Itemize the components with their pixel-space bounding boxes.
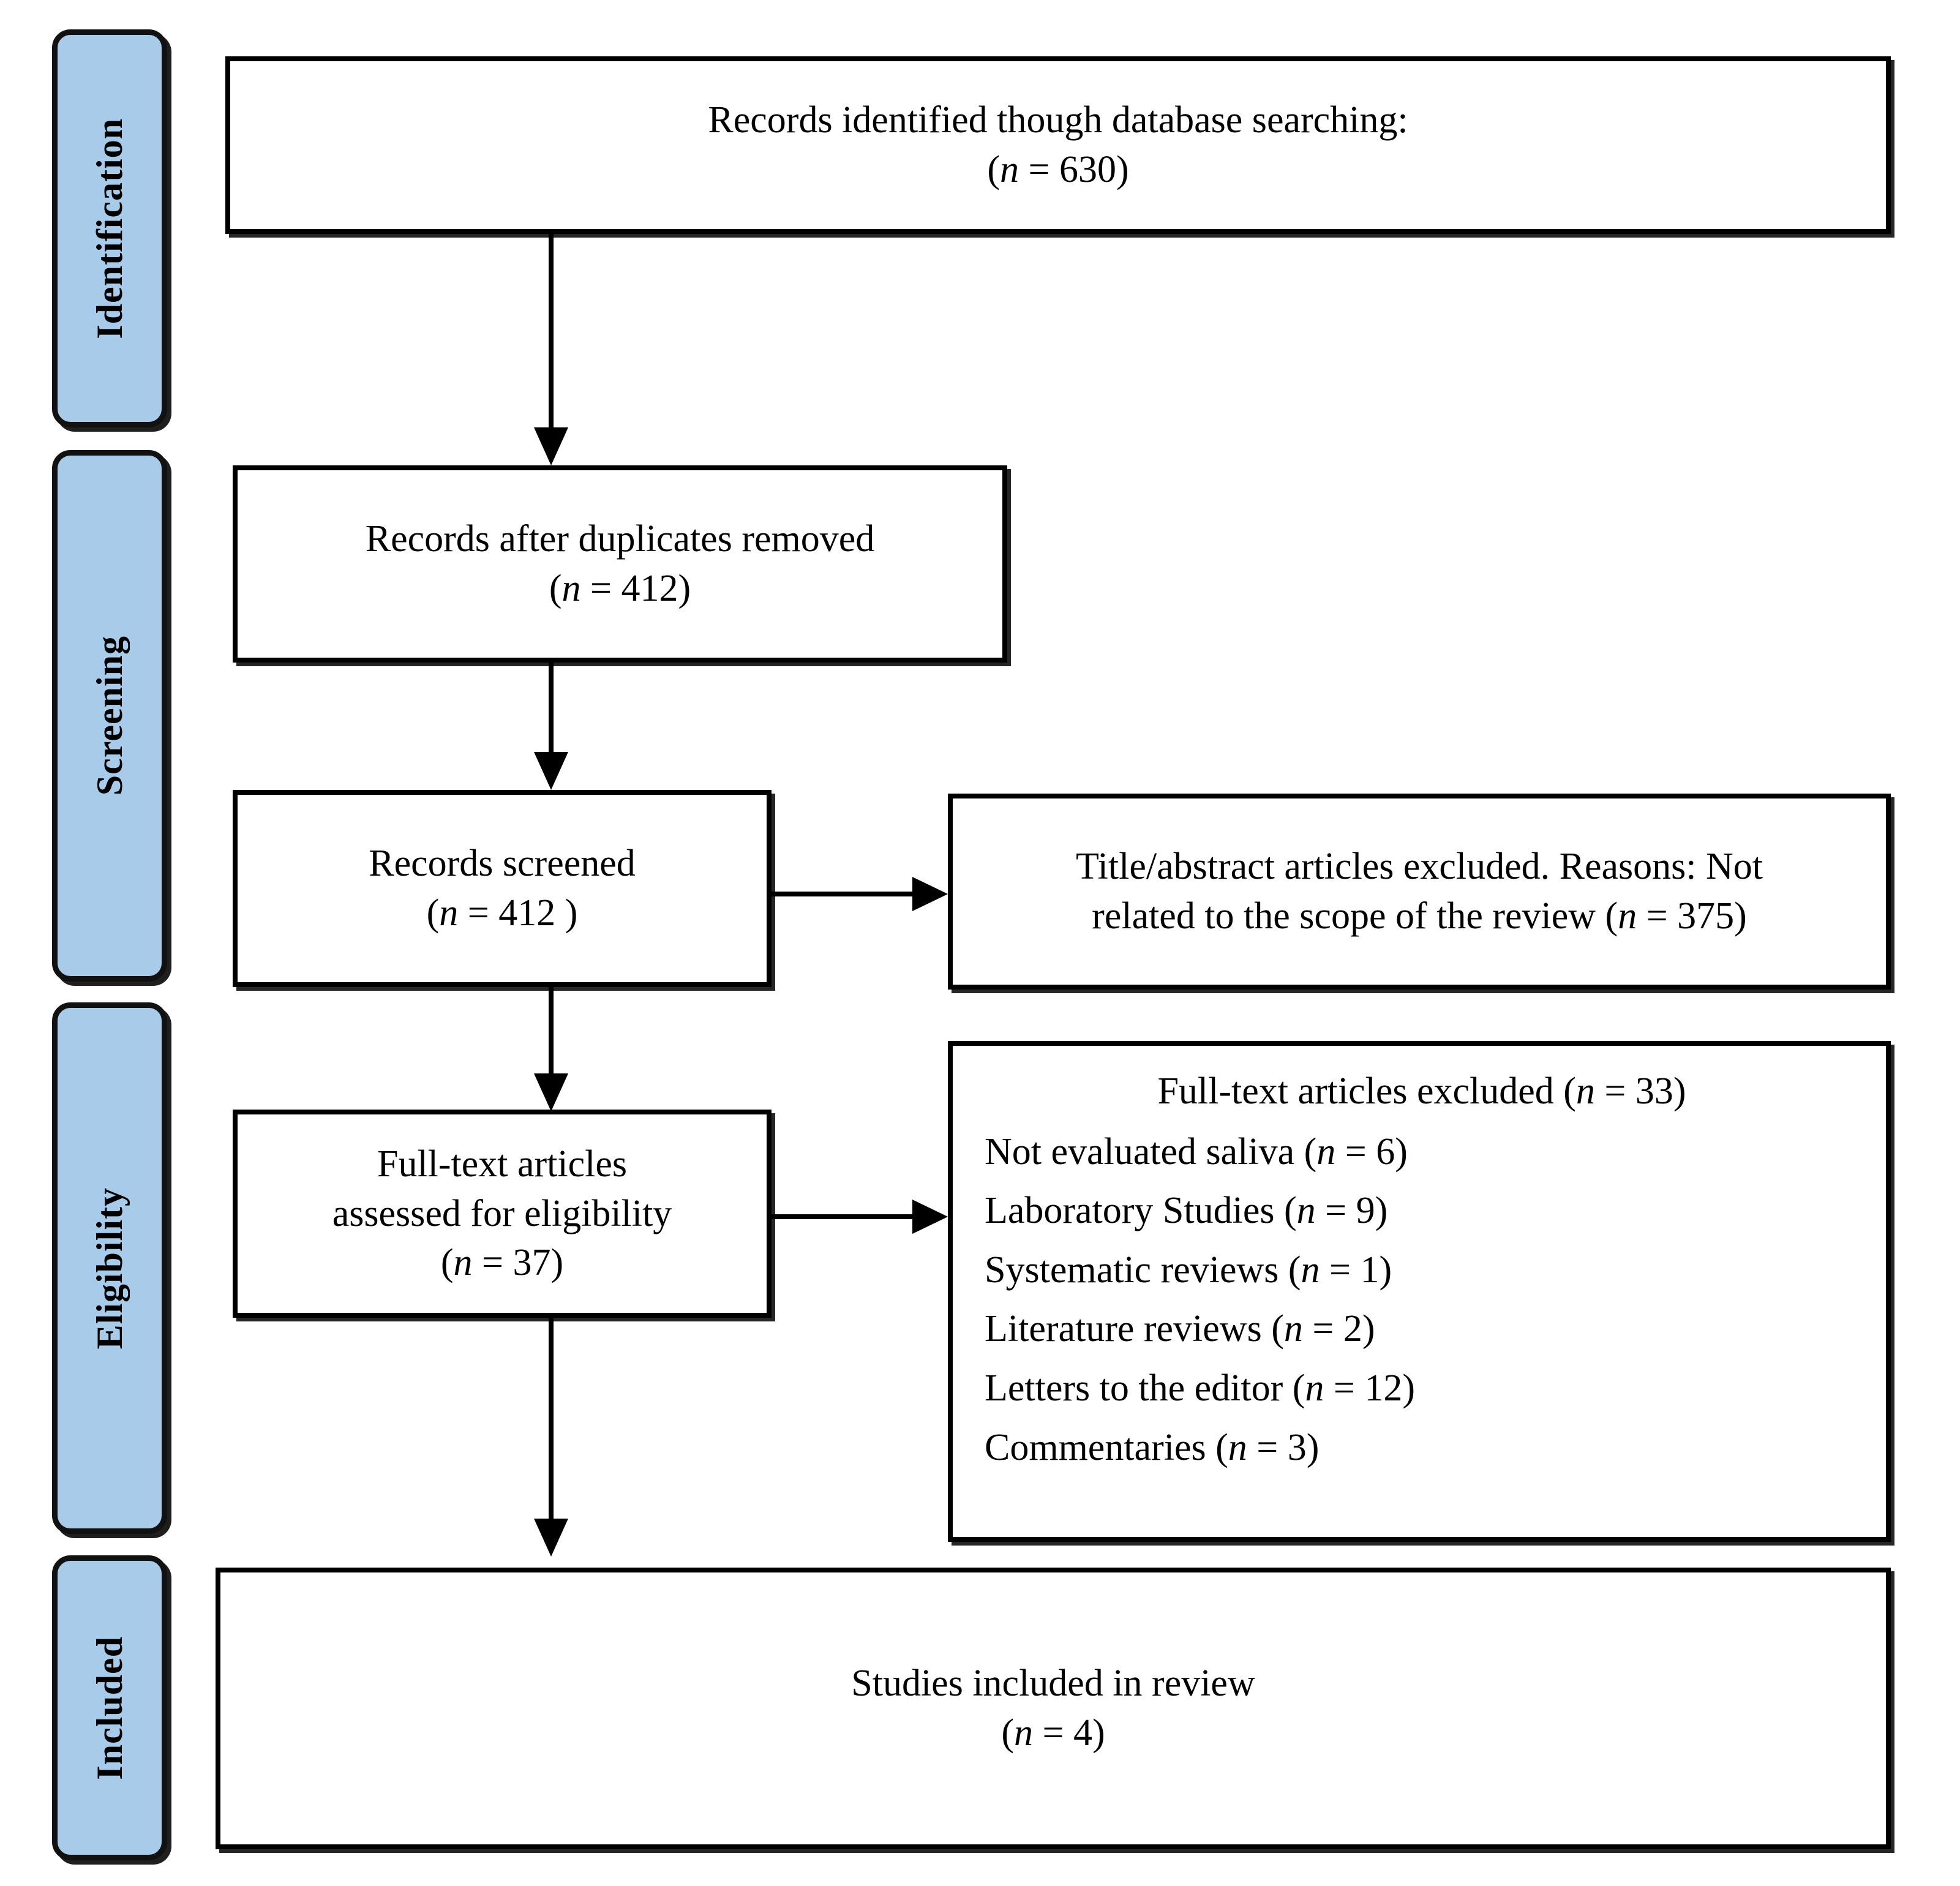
n-value: = 412 )	[458, 892, 578, 934]
fulltext-assessed-line1: Full-text articles	[377, 1143, 628, 1185]
box-studies-included-text: Studies included in review (n = 4)	[220, 1659, 1886, 1757]
n-value: = 37)	[472, 1242, 564, 1284]
stage-tab-screening: Screening	[52, 450, 167, 982]
after-duplicates-line1: Records after duplicates removed	[365, 518, 875, 560]
arrow-identified-to-duplicates	[527, 234, 576, 467]
paren-open: (	[440, 1242, 454, 1284]
n-symbol: n	[1000, 149, 1019, 190]
stage-label-eligibility: Eligibility	[89, 1187, 130, 1350]
n-symbol: n	[439, 892, 459, 934]
n-symbol: n	[1283, 1308, 1303, 1350]
paren-open: (	[426, 892, 440, 934]
fulltext-assessed-line3: (n = 37)	[253, 1238, 751, 1288]
exclusion-reason-item: Letters to the editor (n = 12)	[985, 1364, 1859, 1413]
box-fulltext-assessed-text: Full-text articles assessed for eligibil…	[238, 1140, 767, 1288]
box-records-screened: Records screened (n = 412 )	[233, 790, 772, 987]
box-studies-included: Studies included in review (n = 4)	[216, 1568, 1891, 1849]
excluded-reason-text: related to the scope of the review (	[1092, 895, 1618, 937]
n-symbol: n	[1014, 1712, 1034, 1754]
paren-open: (	[987, 149, 1001, 190]
records-screened-line1: Records screened	[369, 843, 636, 885]
title-abstract-excluded-line2: related to the scope of the review (n = …	[969, 892, 1870, 941]
exclusion-reason-label: Letters to the editor (	[985, 1367, 1305, 1409]
stage-label-included: Included	[89, 1636, 130, 1780]
n-symbol: n	[1618, 895, 1637, 937]
n-symbol: n	[1305, 1367, 1324, 1409]
exclusion-reason-label: Commentaries (	[985, 1426, 1228, 1468]
arrow-duplicates-to-screened	[527, 663, 576, 791]
exclusion-reason-label: Literature reviews (	[985, 1308, 1284, 1350]
box-records-screened-text: Records screened (n = 412 )	[238, 839, 767, 937]
studies-included-line1: Studies included in review	[851, 1662, 1255, 1705]
box-records-identified-text: Records identified though database searc…	[230, 96, 1886, 194]
exclusion-reason-item: Laboratory Studies (n = 9)	[985, 1186, 1859, 1236]
n-symbol: n	[1575, 1070, 1595, 1112]
n-value: = 412)	[580, 568, 691, 609]
stage-label-identification: Identification	[89, 118, 130, 339]
n-value: = 630)	[1019, 149, 1129, 190]
arrow-screened-to-title-abstract-excluded	[770, 873, 949, 915]
n-symbol: n	[1316, 1130, 1336, 1173]
stage-tab-eligibility: Eligibility	[52, 1002, 167, 1534]
exclusion-reason-label: Laboratory Studies (	[985, 1190, 1297, 1232]
n-value: = 375)	[1637, 895, 1747, 937]
n-value: = 12)	[1324, 1367, 1415, 1409]
arrow-fulltext-to-included	[527, 1318, 576, 1558]
n-symbol: n	[1301, 1249, 1320, 1291]
fulltext-assessed-line2: assessed for eligibility	[332, 1192, 672, 1234]
exclusion-reason-label: Systematic reviews (	[985, 1249, 1301, 1291]
after-duplicates-line2: (n = 412)	[253, 564, 986, 614]
exclusion-reason-item: Systematic reviews (n = 1)	[985, 1245, 1859, 1295]
box-records-after-duplicates-text: Records after duplicates removed (n = 41…	[238, 514, 1002, 613]
records-screened-line2: (n = 412 )	[253, 889, 751, 938]
arrow-fulltext-to-fulltext-excluded	[770, 1195, 949, 1238]
records-identified-line1: Records identified though database searc…	[708, 99, 1408, 141]
n-value: = 9)	[1315, 1190, 1388, 1232]
box-fulltext-excluded: Full-text articles excluded (n = 33) Not…	[948, 1041, 1891, 1542]
stage-label-screening: Screening	[89, 636, 130, 796]
n-value: = 6)	[1335, 1130, 1408, 1173]
studies-included-line2: (n = 4)	[236, 1708, 1870, 1758]
box-title-abstract-excluded-text: Title/abstract articles excluded. Reason…	[953, 842, 1886, 941]
stage-tab-identification: Identification	[52, 29, 167, 427]
paren-open: (	[549, 568, 562, 609]
fulltext-excluded-heading: Full-text articles excluded (n = 33)	[985, 1067, 1859, 1116]
exclusion-reason-item: Not evaluated saliva (n = 6)	[985, 1127, 1859, 1177]
n-value: = 33)	[1594, 1070, 1686, 1112]
box-title-abstract-excluded: Title/abstract articles excluded. Reason…	[948, 794, 1891, 990]
n-value: = 4)	[1033, 1712, 1105, 1754]
title-abstract-excluded-line1: Title/abstract articles excluded. Reason…	[1075, 846, 1763, 888]
paren-open: (	[1001, 1712, 1015, 1754]
records-identified-line2: (n = 630)	[246, 145, 1870, 195]
n-symbol: n	[1296, 1190, 1316, 1232]
fulltext-excluded-heading-text: Full-text articles excluded (	[1157, 1070, 1576, 1112]
exclusion-reason-item: Literature reviews (n = 2)	[985, 1304, 1859, 1354]
box-fulltext-assessed: Full-text articles assessed for eligibil…	[233, 1110, 772, 1318]
stage-tab-included: Included	[52, 1555, 167, 1860]
n-symbol: n	[453, 1242, 473, 1284]
n-value: = 3)	[1247, 1426, 1320, 1468]
exclusion-reason-item: Commentaries (n = 3)	[985, 1423, 1859, 1473]
exclusion-reason-label: Not evaluated saliva (	[985, 1130, 1317, 1173]
n-symbol: n	[1228, 1426, 1247, 1468]
n-symbol: n	[561, 568, 581, 609]
box-records-after-duplicates: Records after duplicates removed (n = 41…	[233, 465, 1007, 663]
box-records-identified: Records identified though database searc…	[225, 56, 1891, 234]
arrow-screened-to-fulltext-assessed	[527, 987, 576, 1113]
n-value: = 2)	[1302, 1308, 1375, 1350]
n-value: = 1)	[1320, 1249, 1392, 1291]
